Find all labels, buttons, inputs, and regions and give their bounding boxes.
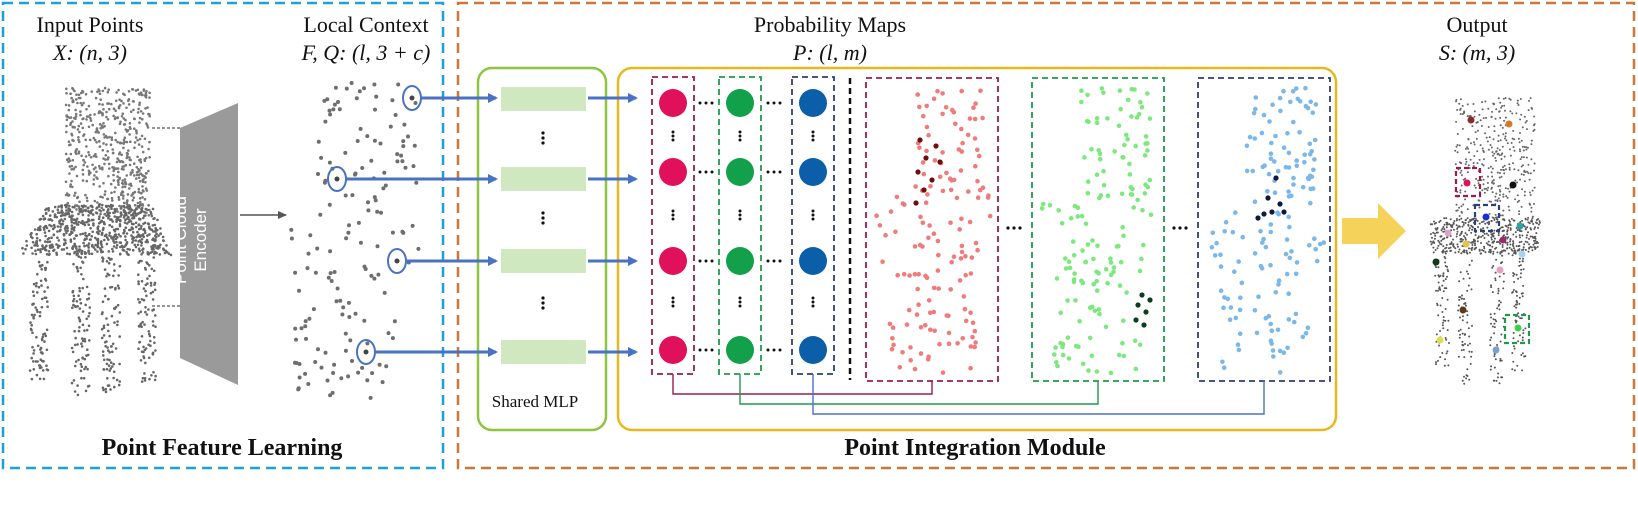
prob-map-red-frame xyxy=(865,77,999,382)
input-shape-label: X: (n, 3) xyxy=(53,40,127,65)
point-integration-frame xyxy=(456,1,1636,470)
node-column-blue-frame xyxy=(791,76,835,375)
mlp-vertical-dots xyxy=(541,131,545,310)
local-shape-label: F, Q: (l, 3 + c) xyxy=(301,40,431,65)
prob-map-red-points xyxy=(874,88,993,375)
output-point-cloud xyxy=(1429,97,1541,385)
local-context-points xyxy=(289,81,421,400)
point-cloud-encoder xyxy=(152,103,287,385)
input-arrows xyxy=(346,93,498,357)
output-highlight-blue xyxy=(1473,203,1501,233)
prob-map-blue-points xyxy=(1209,85,1327,375)
local-context-title: Local Context xyxy=(303,12,429,37)
node-column-red-frame xyxy=(651,76,695,375)
output-highlight-red xyxy=(1454,166,1482,198)
mlp-output-arrows xyxy=(588,93,638,357)
point-integration-module-label: Point Integration Module xyxy=(844,435,1106,461)
output-arrow xyxy=(1342,203,1406,259)
output-title: Output xyxy=(1446,12,1508,37)
map-ellipsis-dots xyxy=(1006,226,1188,230)
map-connection-lines xyxy=(672,374,1265,415)
prob-map-green-points xyxy=(1039,86,1154,376)
prob-map-blue-frame xyxy=(1197,77,1331,382)
probability-maps-title: Probability Maps xyxy=(753,12,907,37)
mlp-blocks xyxy=(501,87,586,364)
shared-mlp-label: Shared MLP xyxy=(491,392,579,411)
encoder-label: Point Cloud Encoder xyxy=(171,196,210,284)
input-point-cloud xyxy=(21,86,173,397)
input-points-title: Input Points xyxy=(36,12,144,37)
integration-inner-frame xyxy=(616,66,1338,432)
point-feature-learning-label: Point Feature Learning xyxy=(101,435,343,461)
prob-shape-label: P: (l, m) xyxy=(793,40,867,65)
output-highlight-green xyxy=(1503,313,1531,345)
shared-mlp-frame xyxy=(476,66,608,432)
point-feature-learning-frame xyxy=(1,1,445,470)
output-shape-label: S: (m, 3) xyxy=(1438,40,1516,65)
probability-nodes xyxy=(659,89,827,364)
node-column-green-frame xyxy=(718,76,762,375)
